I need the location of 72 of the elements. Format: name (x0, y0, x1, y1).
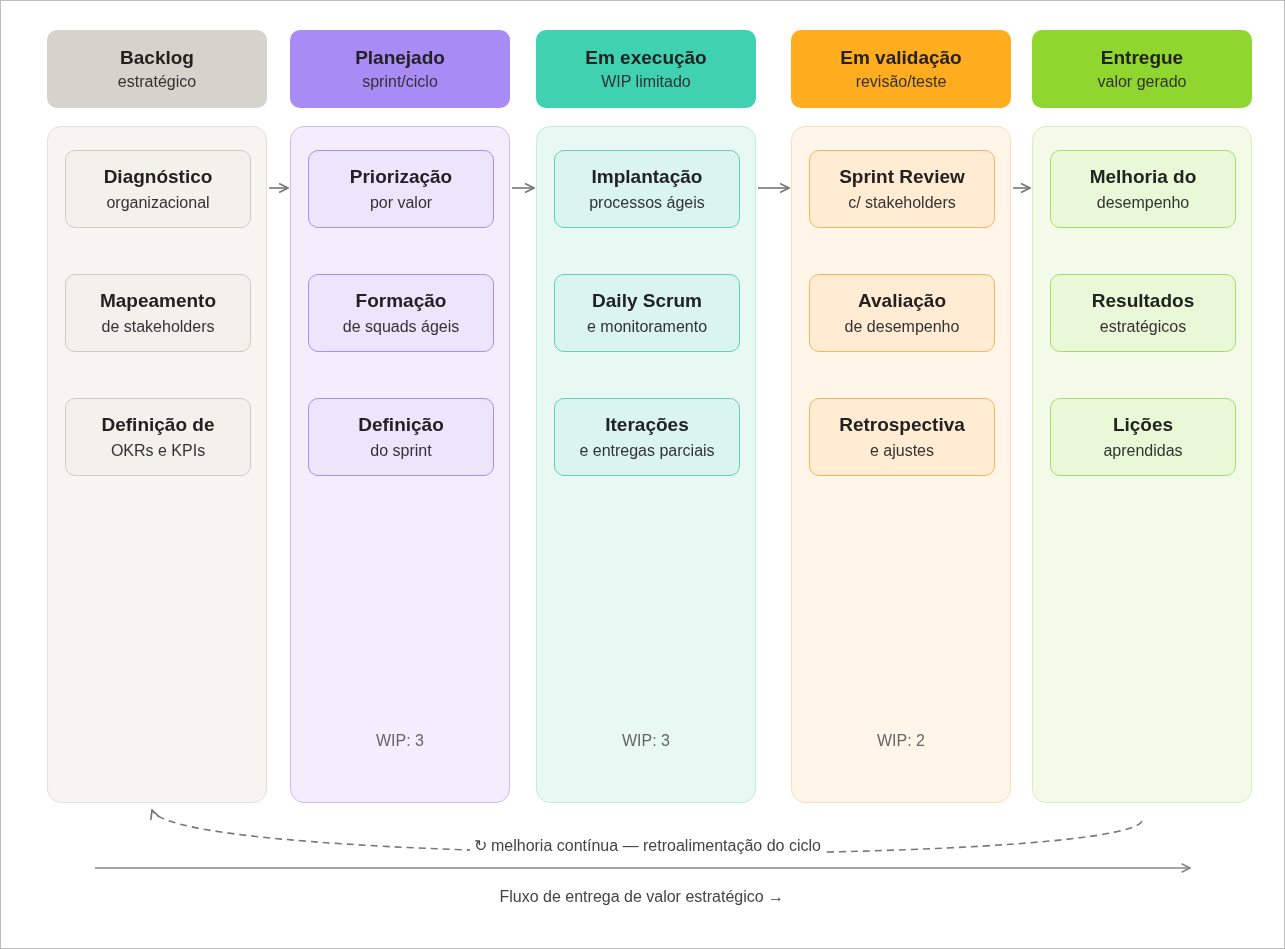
wip-limit: WIP: 3 (622, 732, 670, 750)
column-panel (47, 126, 267, 803)
card-title: Resultados (1091, 290, 1195, 312)
task-card (1050, 150, 1236, 228)
task-card (554, 398, 740, 476)
card-title: Entregue (1100, 47, 1184, 69)
card-subtitle: valor gerado (1097, 73, 1187, 91)
task-card (308, 274, 494, 352)
task-card (65, 274, 251, 352)
card-title: Definição de (101, 414, 215, 436)
column-header (1032, 30, 1252, 108)
card-title: Lições (1112, 414, 1174, 436)
card-title: Formação (355, 290, 447, 312)
card-title: Iterações (605, 414, 689, 436)
column-panel (1032, 126, 1252, 803)
card-subtitle: de desempenho (844, 318, 960, 336)
column-header (47, 30, 267, 108)
card-subtitle: processos ágeis (589, 194, 705, 212)
task-card (809, 398, 995, 476)
task-card (554, 274, 740, 352)
card-title: Melhoria do (1089, 166, 1197, 188)
card-title: Sprint Review (839, 166, 965, 188)
card-title: Retrospectiva (839, 414, 965, 436)
wip-limit: WIP: 2 (877, 732, 925, 750)
task-card (1050, 398, 1236, 476)
task-card (554, 150, 740, 228)
card-subtitle: WIP limitado (601, 73, 691, 91)
card-title: Backlog (120, 47, 194, 69)
card-subtitle: OKRs e KPIs (110, 442, 206, 460)
card-subtitle: e entregas parciais (579, 442, 715, 460)
task-card (308, 398, 494, 476)
card-subtitle: por valor (369, 194, 433, 212)
card-subtitle: e monitoramento (586, 318, 708, 336)
card-subtitle: estratégicos (1099, 318, 1187, 336)
arrow (268, 182, 289, 194)
task-card (65, 150, 251, 228)
card-subtitle: e ajustes (869, 442, 934, 460)
wip-limit: WIP: 3 (376, 732, 424, 750)
column-header (791, 30, 1011, 108)
column-header (290, 30, 510, 108)
card-title: Em validação (840, 47, 962, 69)
column-panel (536, 126, 756, 803)
task-card (1050, 274, 1236, 352)
card-subtitle: organizacional (106, 194, 210, 212)
arrow (511, 182, 535, 194)
card-subtitle: c/ stakeholders (848, 194, 956, 212)
card-subtitle: sprint/ciclo (362, 73, 438, 91)
task-card (809, 150, 995, 228)
task-card (308, 150, 494, 228)
card-subtitle: estratégico (117, 73, 197, 91)
card-title: Definição (358, 414, 444, 436)
arrow (1012, 182, 1031, 194)
card-title: Em execução (585, 47, 707, 69)
task-card (65, 398, 251, 476)
column-panel (290, 126, 510, 803)
card-subtitle: do sprint (370, 442, 432, 460)
card-subtitle: de stakeholders (101, 318, 215, 336)
card-title: Daily Scrum (592, 290, 702, 312)
card-title: Avaliação (858, 290, 946, 312)
card-title: Planejado (355, 47, 445, 69)
task-card (809, 274, 995, 352)
column-header (536, 30, 756, 108)
card-subtitle: desempenho (1096, 194, 1190, 212)
card-subtitle: revisão/teste (855, 73, 947, 91)
card-title: Mapeamento (99, 290, 217, 312)
card-title: Diagnóstico (103, 166, 213, 188)
card-subtitle: aprendidas (1103, 442, 1183, 460)
card-subtitle: de squads ágeis (342, 318, 460, 336)
column-panel (791, 126, 1011, 803)
arrow (757, 182, 790, 194)
card-title: Implantação (591, 166, 703, 188)
card-title: Priorização (349, 166, 453, 188)
